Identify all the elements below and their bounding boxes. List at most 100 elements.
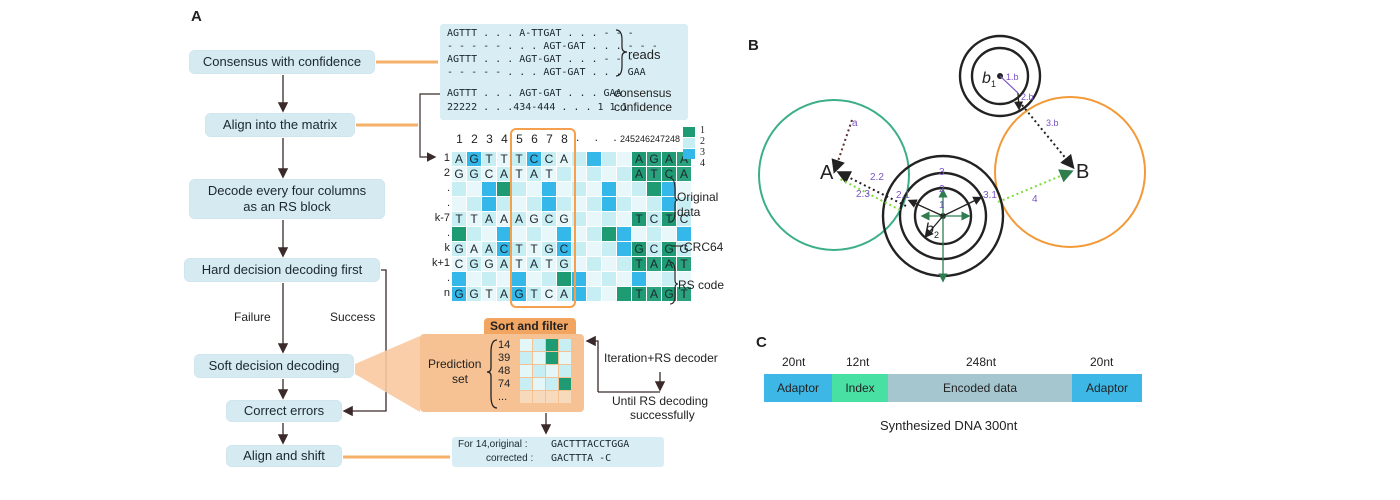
vec-4: 4	[1032, 194, 1038, 205]
matrix-cell	[632, 182, 646, 196]
matrix-cell	[602, 227, 616, 241]
matrix-cell: A	[497, 257, 511, 271]
vec-2-2: 2.2	[870, 172, 884, 183]
legend-swatch-3	[683, 149, 695, 159]
matrix-cell: A	[497, 287, 511, 301]
prediction-cell	[533, 352, 545, 364]
panel-b-diagram: A B b 1 b 2 a 2.2 2.3 2.1 3.1 4 3 2 1 1.…	[758, 34, 1146, 283]
matrix-cell: A	[557, 152, 571, 166]
vec-2-3: 2.3	[856, 189, 870, 200]
matrix-cell	[542, 182, 556, 196]
prediction-label-2: set	[452, 372, 469, 386]
matrix-cell: A	[632, 167, 646, 181]
panel-b-letter: B	[748, 37, 759, 54]
matrix-cell: C	[452, 257, 466, 271]
matrix-cell	[602, 212, 616, 226]
crc64-label: CRC64	[684, 240, 724, 254]
prediction-cell	[533, 339, 545, 351]
matrix-cell: T	[482, 152, 496, 166]
matrix-cell	[497, 182, 511, 196]
matrix-cell: T	[497, 152, 511, 166]
matrix-cell	[602, 287, 616, 301]
reads-label: reads	[628, 47, 661, 62]
matrix-cell: G	[467, 287, 481, 301]
matrix-cell: T	[512, 167, 526, 181]
matrix-cell: G	[452, 167, 466, 181]
vec-1: 1	[939, 200, 945, 211]
legend-label-2: 2	[700, 136, 705, 147]
path-a	[831, 119, 853, 174]
segment-encoded-data: Encoded data	[888, 374, 1072, 402]
matrix-cell: C	[497, 242, 511, 256]
matrix-cell	[467, 272, 481, 286]
circle-b1-inner	[970, 46, 1030, 106]
matrix-cell	[602, 272, 616, 286]
color-legend: 1 2 3 4	[683, 125, 719, 177]
matrix-cell: G	[467, 152, 481, 166]
matrix-cell	[677, 182, 691, 196]
matrix-cell	[527, 197, 541, 211]
matrix-cell: T	[542, 257, 556, 271]
matrix-cell: T	[632, 287, 646, 301]
legend-label-3: 3	[700, 147, 705, 158]
matrix-cell: G	[632, 242, 646, 256]
matrix-cell: T	[452, 212, 466, 226]
prediction-cell	[520, 391, 532, 403]
matrix-cell: T	[527, 287, 541, 301]
prediction-number: ...	[498, 391, 508, 403]
path-4	[997, 169, 1074, 203]
matrix-cell	[557, 197, 571, 211]
matrix-cell	[662, 272, 676, 286]
flow-step-align-shift: Align and shift	[226, 445, 342, 467]
matrix-cell	[617, 257, 631, 271]
matrix-cell	[587, 197, 601, 211]
b1-radius	[999, 75, 1019, 94]
arrow-iteration-loop	[585, 335, 599, 392]
matrix-cell	[527, 227, 541, 241]
prediction-cell	[546, 365, 558, 377]
confidence-label: confidence	[614, 100, 673, 114]
read-line-1: AGTTT . . . A-TTGAT . . . - - -	[447, 28, 634, 39]
matrix-cell	[557, 272, 571, 286]
matrix-cell	[602, 242, 616, 256]
matrix-cell: A	[527, 257, 541, 271]
original-data-label-2: data	[677, 205, 701, 219]
segment-adaptor-left: Adaptor	[764, 374, 832, 402]
matrix-cell: G	[647, 152, 661, 166]
matrix-cell	[512, 227, 526, 241]
matrix-cell	[452, 272, 466, 286]
matrix-cell: G	[482, 257, 496, 271]
vec-3: 3	[939, 167, 945, 178]
matrix-cell	[617, 152, 631, 166]
vec-2b: 2.b	[1021, 92, 1034, 102]
matrix-cell: A	[632, 152, 646, 166]
matrix-cell	[452, 182, 466, 196]
matrix-cell: T	[677, 257, 691, 271]
original-data-brace	[669, 177, 679, 223]
matrix-cell	[617, 212, 631, 226]
matrix-cell	[647, 197, 661, 211]
original-seq: GACTTTACCTGGA	[551, 439, 630, 450]
matrix-row-label: n	[443, 287, 450, 299]
matrix-cell	[512, 182, 526, 196]
matrix-cell: G	[467, 257, 481, 271]
length-index: 12nt	[846, 355, 870, 369]
matrix-cell	[677, 227, 691, 241]
matrix-cell: C	[542, 287, 556, 301]
matrix-cell	[497, 227, 511, 241]
vec-3b: 3.b	[1046, 118, 1059, 128]
b1-down-arrow	[1014, 92, 1024, 111]
matrix-cell: C	[482, 167, 496, 181]
matrix-cell	[602, 197, 616, 211]
matrix-cell	[647, 272, 661, 286]
matrix-row-label: 2	[443, 167, 450, 179]
prediction-number: 14	[498, 339, 511, 351]
point-b-label: B	[1076, 161, 1089, 183]
matrix-cell: A	[497, 167, 511, 181]
matrix-cell: C	[527, 152, 541, 166]
matrix-cell	[527, 182, 541, 196]
matrix-cell	[482, 197, 496, 211]
matrix-cell	[542, 272, 556, 286]
